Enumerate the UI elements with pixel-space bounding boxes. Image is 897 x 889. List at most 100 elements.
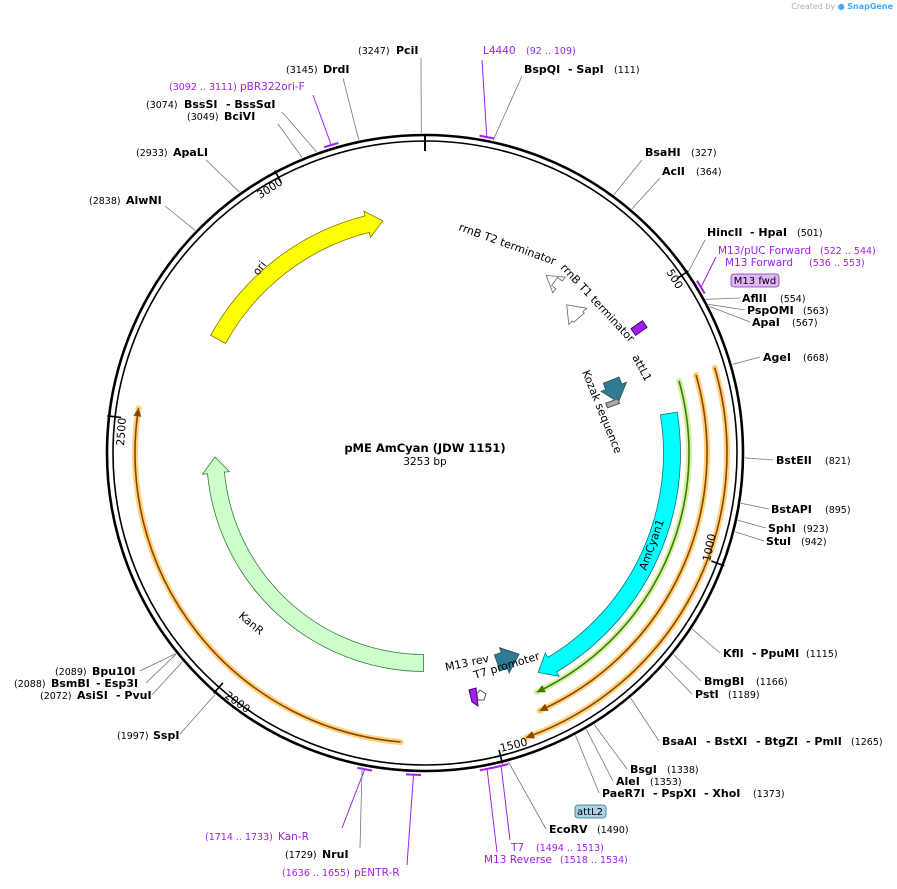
enzyme-bspqi-pos: (111) — [614, 65, 640, 76]
m13-rev-marker — [468, 687, 479, 708]
primer-mark-t7-leader — [500, 765, 511, 841]
enzyme-bsaai-alt: - BstXI — [706, 735, 747, 748]
primer-mark-m13rev-leader — [486, 768, 498, 853]
leader-bmgbi — [673, 654, 702, 682]
enzyme-paer7i-alt: - PspXI — [653, 787, 696, 800]
feature-label-attl1: attL1 — [629, 352, 654, 383]
primer-pbr322-range: (3092 .. 3111) — [169, 82, 237, 93]
enzyme-alei: AleI — [616, 775, 640, 788]
leader-kfli — [691, 628, 721, 654]
enzyme-bcivi-pos: (3049) — [187, 112, 219, 123]
tick-label-500: 500 — [663, 267, 685, 292]
enzyme-hincii-alt: - HpaI — [750, 226, 787, 239]
enzyme-bsssi-pos: (3074) — [146, 100, 178, 111]
tick-label-3000: 3000 — [255, 175, 286, 201]
plasmid-size: 3253 bp — [403, 456, 447, 468]
leader-paer7i — [575, 735, 600, 794]
enzyme-apali: ApaLI — [173, 146, 208, 159]
enzyme-bsahi-pos: (327) — [691, 148, 717, 159]
enzyme-kfli-alt: - PpuMI — [752, 647, 799, 660]
plasmid-name: pME AmCyan (JDW 1151) — [344, 441, 505, 455]
leader-stui — [735, 531, 765, 542]
feature-kanr — [201, 456, 425, 672]
leader-bstapi — [740, 502, 770, 510]
enzyme-stui-pos: (942) — [801, 537, 827, 548]
orf-brown-2-head — [526, 731, 535, 739]
enzyme-asisi-alt: - PvuI — [116, 689, 152, 702]
leader-ecorv — [508, 761, 547, 830]
leader-acli — [631, 177, 661, 210]
primer-m13fwd: M13 Forward — [725, 257, 793, 269]
orf-brown-1 — [539, 374, 708, 712]
leader-psti — [664, 665, 693, 695]
enzyme-sspi-pos: (1997) — [117, 731, 149, 742]
primer-t7-range: (1494 .. 1513) — [536, 843, 604, 854]
primer-mark-l4440-leader — [481, 59, 488, 138]
leader-bpu10i — [139, 653, 176, 672]
enzyme-nrui-pos: (1729) — [285, 850, 317, 861]
enzyme-bsaai-alt2: - BtgZI — [756, 735, 798, 748]
leader-bsssi — [281, 111, 317, 153]
attl2-box — [574, 804, 607, 819]
primer-m13fwd-range: (536 .. 553) — [809, 258, 865, 269]
enzyme-acli-pos: (364) — [696, 167, 722, 178]
enzyme-asisi: AsiSI — [77, 689, 108, 702]
orf-brown-3 — [134, 408, 401, 743]
enzyme-pspomi: PspOMI — [747, 304, 794, 317]
tick-marks — [107, 136, 725, 764]
primer-mark-pbr322-leader — [312, 94, 332, 146]
tick-1000 — [711, 560, 725, 567]
enzyme-alei-pos: (1353) — [650, 777, 682, 788]
tick-label-2500: 2500 — [114, 417, 129, 446]
enzyme-paer7i-alt2: - XhoI — [704, 787, 740, 800]
primer-mark-m13puc-segment — [696, 280, 706, 295]
orf-brown-3-glow — [132, 405, 404, 745]
enzyme-bstapi: BstAPI — [771, 503, 812, 516]
enzyme-bsaai: BsaAI — [662, 735, 697, 748]
enzyme-alwni-pos: (2838) — [89, 196, 121, 207]
leader-agei — [732, 356, 761, 365]
enzyme-ecorv: EcoRV — [549, 823, 588, 836]
leader-lines — [139, 57, 774, 866]
feature-attl1 — [600, 376, 628, 403]
feature-attl2 — [493, 647, 520, 674]
leader-pspomi — [708, 303, 746, 311]
primer-mark-pbr322-segment — [323, 141, 339, 149]
enzyme-agei: AgeI — [763, 351, 791, 364]
orf-brown-2 — [525, 367, 728, 739]
primer-m13rev-range: (1518 .. 1534) — [560, 855, 628, 866]
leader-sspi — [179, 694, 216, 735]
feature-rrnb-t1 — [566, 304, 588, 326]
enzyme-kfli: KflI — [723, 647, 744, 660]
enzyme-drdi: DrdI — [323, 63, 350, 76]
feature-amcyan — [537, 411, 681, 677]
tick-1500 — [498, 749, 504, 764]
snapgene-logo-icon: ● — [837, 2, 845, 11]
credit-prefix: Created by — [791, 2, 836, 11]
snapgene-credit: Created by ● SnapGene — [791, 2, 893, 11]
primer-mark-m13rev-segment — [479, 766, 495, 772]
leader-hincii — [688, 239, 706, 272]
leader-bsmbi — [145, 653, 177, 684]
leader-nrui — [359, 766, 363, 849]
leader-apai — [709, 306, 751, 323]
m13-fwd-marker — [630, 320, 648, 336]
leader-alwni — [164, 205, 196, 231]
enzyme-bspqi-alt: - SapI — [568, 63, 604, 76]
enzyme-bpu10i: Bpu10I — [92, 665, 136, 678]
primer-mark-t7-segment — [493, 763, 509, 769]
tick-2500 — [107, 415, 122, 419]
t7-promoter-marker — [476, 689, 487, 701]
tick-2000 — [213, 682, 224, 694]
enzyme-bsgi-pos: (1338) — [667, 765, 699, 776]
primer-mark-l4440-segment — [479, 134, 495, 140]
feature-label-rrnb-t2: rrnB T2 terminator — [457, 221, 558, 268]
leader-bsteii — [744, 457, 774, 461]
primer-pentr-range: (1636 .. 1655) — [282, 868, 350, 879]
leader-apali — [205, 159, 240, 193]
feature-rrnb-t2 — [545, 274, 567, 294]
enzyme-bsmbi: BsmBI — [51, 677, 90, 690]
credit-brand: SnapGene — [847, 2, 893, 11]
enzyme-paer7i-pos: (1373) — [753, 789, 785, 800]
